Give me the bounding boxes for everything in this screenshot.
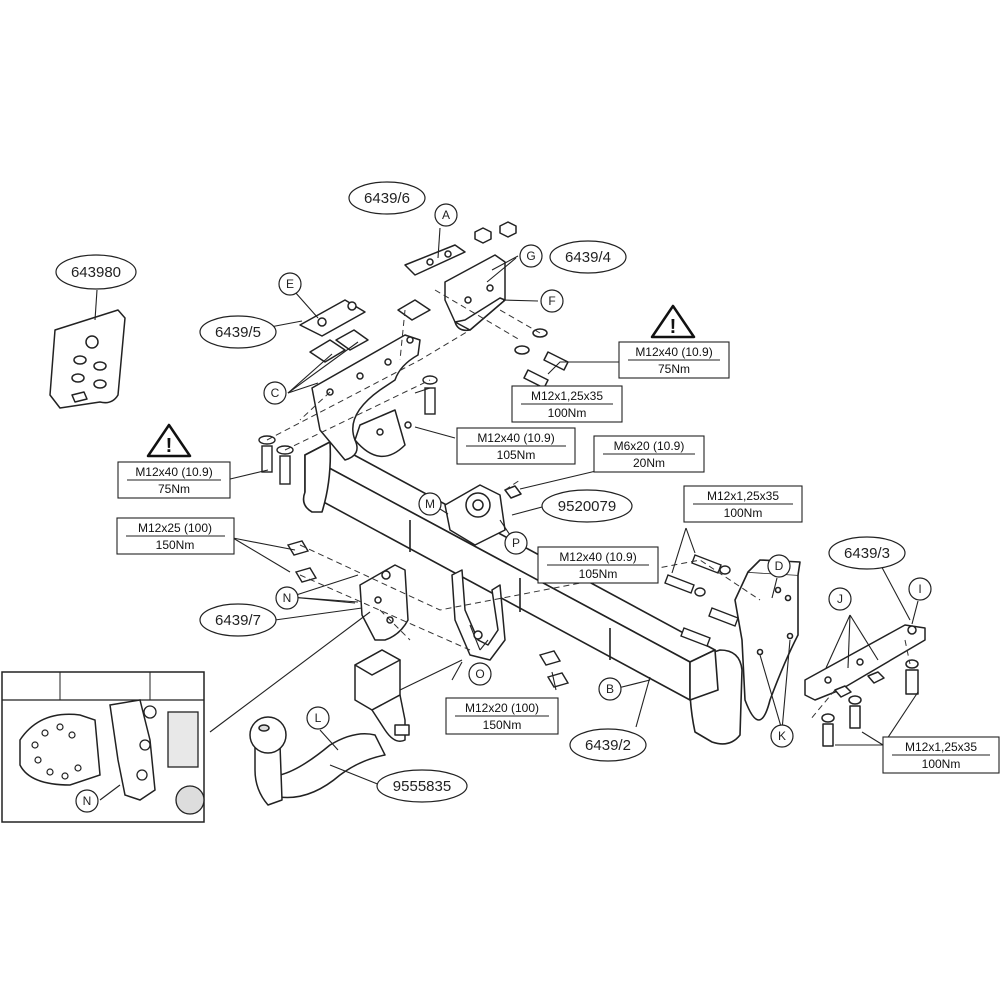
center-bracket [444,484,522,661]
svg-text:M12x40 (10.9): M12x40 (10.9) [635,345,712,359]
callout-d: D [767,554,791,578]
left-upper-bracket [299,299,431,461]
part-number-643980: 643980 [55,254,137,290]
svg-text:9555835: 9555835 [393,778,451,795]
left-bolts [258,375,570,688]
svg-text:N: N [283,591,292,605]
svg-text:E: E [286,277,294,291]
svg-text:6439/2: 6439/2 [585,737,631,754]
part-number-6439-6: 6439/6 [348,181,426,215]
left-side-bracket [359,564,409,641]
callout-o: O [468,662,492,686]
svg-text:75Nm: 75Nm [158,482,190,496]
callout-m: M [418,492,442,516]
svg-text:M12x40 (10.9): M12x40 (10.9) [559,550,636,564]
svg-text:N: N [83,794,92,808]
svg-text:K: K [778,729,786,743]
callout-c: C [263,381,287,405]
svg-text:6439/3: 6439/3 [844,545,890,562]
part-number-6439-2: 6439/2 [569,728,647,762]
svg-text:6439/6: 6439/6 [364,190,410,207]
svg-text:P: P [512,536,520,550]
svg-text:!: ! [670,316,677,338]
part-number-6439-5: 6439/5 [199,315,277,349]
spec-box-m12x125x35-lower: M12x1,25x35 100Nm [882,736,1000,774]
svg-text:I: I [918,582,921,596]
svg-text:6439/4: 6439/4 [565,249,611,266]
part-number-9520079: 9520079 [541,489,633,523]
part-number-9555835: 9555835 [376,769,468,803]
callout-i: I [908,577,932,601]
part-number-6439-7: 6439/7 [199,603,277,637]
svg-text:643980: 643980 [71,264,121,281]
svg-text:B: B [606,682,614,696]
spec-box-m12x25: M12x25 (100) 150Nm [116,517,235,555]
spec-box-m12x125x35-middle: M12x1,25x35 100Nm [683,485,803,523]
part-number-6439-4: 6439/4 [549,240,627,274]
right-side-bracket [804,624,926,747]
svg-text:M6x20 (10.9): M6x20 (10.9) [614,439,685,453]
svg-text:6439/7: 6439/7 [215,612,261,629]
spec-box-m12x40-105nm-upper: M12x40 (10.9) 105Nm [456,427,576,465]
svg-text:M12x40 (10.9): M12x40 (10.9) [135,465,212,479]
svg-text:M12x1,25x35: M12x1,25x35 [707,489,779,503]
svg-text:M12x40 (10.9): M12x40 (10.9) [477,431,554,445]
svg-text:!: ! [166,435,173,457]
callout-p: P [504,531,528,555]
svg-text:J: J [837,592,843,606]
svg-text:G: G [526,249,535,263]
spec-box-m12x40-105nm-lower: M12x40 (10.9) 105Nm [537,546,659,584]
svg-text:150Nm: 150Nm [483,718,522,732]
detail-inset [1,671,205,823]
spec-box-m6x20: M6x20 (10.9) 20Nm [593,435,705,473]
tow-ball-assembly [249,649,410,806]
warning-icon: ! [146,423,192,458]
svg-text:105Nm: 105Nm [579,567,618,581]
svg-text:150Nm: 150Nm [156,538,195,552]
right-upper-bracket [404,221,569,389]
svg-text:F: F [548,294,555,308]
part-number-6439-3: 6439/3 [828,536,906,570]
callout-g: G [519,244,543,268]
callout-n-inset: N [75,789,99,813]
leader-lines [94,227,919,801]
callout-n: N [275,586,299,610]
svg-text:M12x1,25x35: M12x1,25x35 [531,389,603,403]
assembly-lines [266,289,911,721]
svg-text:M12x1,25x35: M12x1,25x35 [905,740,977,754]
svg-text:L: L [315,711,322,725]
svg-text:100Nm: 100Nm [548,406,587,420]
svg-text:100Nm: 100Nm [922,757,961,771]
right-bolts [664,554,739,647]
spec-box-m12x40-75nm-left: M12x40 (10.9) 75Nm [117,461,231,499]
svg-text:9520079: 9520079 [558,498,616,515]
svg-text:20Nm: 20Nm [633,456,665,470]
callout-a: A [434,203,458,227]
svg-text:M12x20 (100): M12x20 (100) [465,701,539,715]
spec-box-m12x125x35-upper: M12x1,25x35 100Nm [511,385,623,423]
svg-text:100Nm: 100Nm [724,506,763,520]
callout-f: F [540,289,564,313]
svg-text:O: O [475,667,484,681]
svg-text:M12x25 (100): M12x25 (100) [138,521,212,535]
callout-b: B [598,677,622,701]
svg-text:A: A [442,208,450,222]
callout-j: J [828,587,852,611]
callout-l: L [306,706,330,730]
spec-box-m12x40-75nm-right: M12x40 (10.9) 75Nm [618,341,730,379]
svg-text:D: D [775,559,784,573]
callout-k: K [770,724,794,748]
svg-text:C: C [271,386,280,400]
svg-text:M: M [425,497,435,511]
svg-text:105Nm: 105Nm [497,448,536,462]
svg-text:75Nm: 75Nm [658,362,690,376]
svg-text:6439/5: 6439/5 [215,324,261,341]
warning-icon: ! [650,304,696,339]
callout-e: E [278,272,302,296]
spec-box-m12x20: M12x20 (100) 150Nm [445,697,559,735]
hardware-kit-box [49,309,126,409]
